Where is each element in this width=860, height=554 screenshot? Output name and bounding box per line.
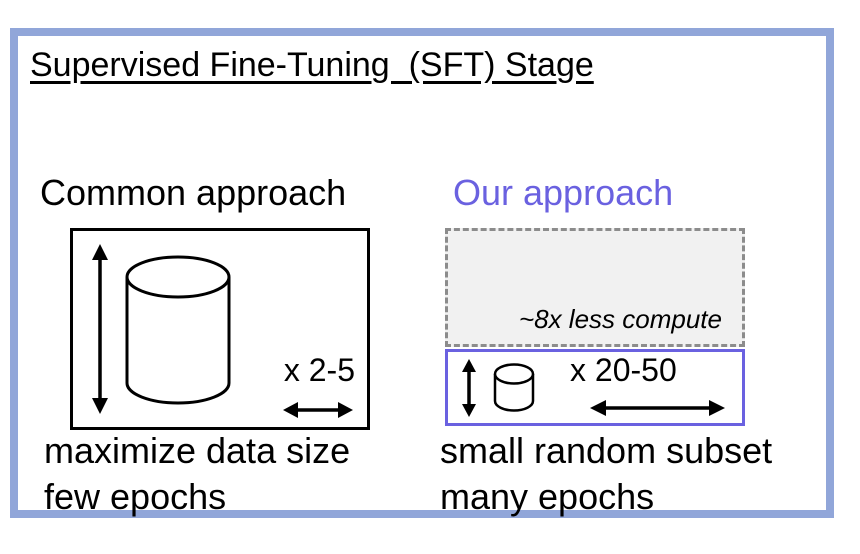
our-caption-epochs: many epochs	[440, 476, 655, 517]
small-cylinder-icon	[492, 363, 536, 413]
compute-note-label: ~8x less compute	[518, 304, 722, 334]
wide-horizontal-double-arrow-icon	[590, 396, 725, 420]
vertical-double-arrow-icon	[87, 244, 113, 414]
common-multiplier-label: x 2-5	[283, 352, 355, 388]
diagram-title: Supervised Fine-Tuning (SFT) Stage	[30, 46, 594, 84]
our-approach-heading: Our approach	[453, 172, 674, 213]
our-caption-subset: small random subset	[440, 430, 773, 471]
small-vertical-double-arrow-icon	[460, 359, 478, 417]
common-approach-heading: Common approach	[40, 172, 347, 213]
common-caption-epochs: few epochs	[44, 476, 227, 517]
our-approach-box: x 20-50	[445, 349, 745, 426]
our-multiplier-label: x 20-50	[570, 352, 677, 388]
horizontal-double-arrow-icon	[283, 399, 353, 421]
common-caption-data-size: maximize data size	[44, 430, 351, 471]
compute-savings-box: ~8x less compute	[445, 228, 745, 347]
large-cylinder-icon	[123, 253, 233, 407]
common-approach-box: x 2-5	[70, 228, 370, 430]
